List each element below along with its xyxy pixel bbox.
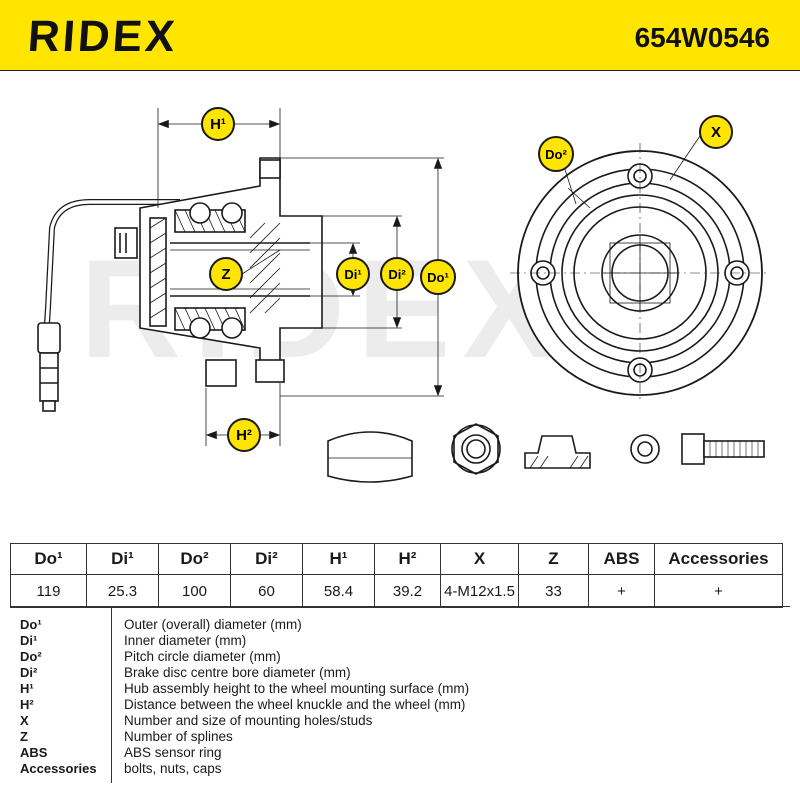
drawing-svg: H¹ H² Z Di¹ Di² xyxy=(37,107,770,483)
label-do2-text: Do² xyxy=(545,147,567,162)
header-bar: RIDEX 654W0546 xyxy=(0,0,800,71)
label-di1: Di¹ xyxy=(336,257,370,291)
legend-row: Di² Brake disc centre bore diameter (mm) xyxy=(10,665,790,681)
label-di2-text: Di² xyxy=(388,267,406,282)
legend-row: H¹ Hub assembly height to the wheel moun… xyxy=(10,681,790,697)
part-number: 654W0546 xyxy=(634,22,770,53)
legend-desc: Pitch circle diameter (mm) xyxy=(124,649,281,664)
label-do1: Do¹ xyxy=(420,259,456,295)
label-h1-text: H¹ xyxy=(210,116,226,133)
legend-desc: bolts, nuts, caps xyxy=(124,761,222,776)
legend-key: Do¹ xyxy=(20,617,42,632)
legend-row: ABS ABS sensor ring xyxy=(10,745,790,761)
label-h1: H¹ xyxy=(201,107,235,141)
legend-key: Do² xyxy=(20,649,42,664)
legend-desc: Number of splines xyxy=(124,729,233,744)
spec-value-di2: 60 xyxy=(230,574,303,608)
legend-key: Accessories xyxy=(20,761,97,776)
spec-header-row: Do¹ Di¹ Do² Di² H¹ H² X Z ABS Accessorie… xyxy=(10,543,783,575)
spec-header-di2: Di² xyxy=(230,543,303,575)
spec-value-h2: 39.2 xyxy=(374,574,441,608)
accessory-cap-section xyxy=(524,435,591,469)
accessory-cap xyxy=(327,431,413,483)
legend-key: X xyxy=(20,713,29,728)
brand-logo: RIDEX xyxy=(26,12,180,61)
spec-value-do1: 119 xyxy=(10,574,87,608)
legend-key: Di¹ xyxy=(20,633,38,648)
legend-key: ABS xyxy=(20,745,48,760)
spec-value-x: 4-M12x1.5 xyxy=(440,574,519,608)
legend-desc: Hub assembly height to the wheel mountin… xyxy=(124,681,470,696)
spec-value-row: 119 25.3 100 60 58.4 39.2 4-M12x1.5 33 +… xyxy=(10,574,783,608)
spec-header-di1: Di¹ xyxy=(86,543,159,575)
legend-key: H¹ xyxy=(20,681,34,696)
spec-header-abs: ABS xyxy=(588,543,655,575)
legend-row: X Number and size of mounting holes/stud… xyxy=(10,713,790,729)
label-h2-text: H² xyxy=(236,427,252,444)
spec-header-h2: H² xyxy=(374,543,441,575)
label-z-text: Z xyxy=(221,266,230,283)
spec-value-di1: 25.3 xyxy=(86,574,159,608)
spec-header-accessories: Accessories xyxy=(654,543,783,575)
legend-desc: Number and size of mounting holes/studs xyxy=(124,713,373,728)
spec-header-do2: Do² xyxy=(158,543,231,575)
accessory-bolt xyxy=(630,433,765,465)
label-z: Z xyxy=(209,257,243,291)
spec-value-abs: + xyxy=(588,574,655,608)
legend-desc: Distance between the wheel knuckle and t… xyxy=(124,697,466,712)
legend: Do¹ Outer (overall) diameter (mm) Di¹ In… xyxy=(10,606,790,783)
label-di2: Di² xyxy=(380,257,414,291)
spec-header-do1: Do¹ xyxy=(10,543,87,575)
spec-header-h1: H¹ xyxy=(302,543,375,575)
label-h2: H² xyxy=(227,418,261,452)
label-x: X xyxy=(699,115,733,149)
label-do2: Do² xyxy=(538,136,574,172)
legend-row: Z Number of splines xyxy=(10,729,790,745)
legend-key: Z xyxy=(20,729,28,744)
legend-row: Do¹ Outer (overall) diameter (mm) xyxy=(10,617,790,633)
technical-drawing: RIDEX xyxy=(10,78,790,538)
legend-row: Di¹ Inner diameter (mm) xyxy=(10,633,790,649)
label-di1-text: Di¹ xyxy=(344,267,361,282)
legend-key: H² xyxy=(20,697,34,712)
spec-table: Do¹ Di¹ Do² Di² H¹ H² X Z ABS Accessorie… xyxy=(10,543,783,608)
spec-value-accessories: + xyxy=(654,574,783,608)
legend-row: Do² Pitch circle diameter (mm) xyxy=(10,649,790,665)
label-x-text: X xyxy=(711,124,721,141)
spec-value-h1: 58.4 xyxy=(302,574,375,608)
spec-value-z: 33 xyxy=(518,574,589,608)
accessory-nut xyxy=(451,423,501,475)
hub-side-view xyxy=(37,108,444,446)
spec-header-x: X xyxy=(440,543,519,575)
spec-value-do2: 100 xyxy=(158,574,231,608)
legend-desc: Outer (overall) diameter (mm) xyxy=(124,617,302,632)
legend-divider xyxy=(111,607,112,783)
legend-row: Accessories bolts, nuts, caps xyxy=(10,761,790,777)
legend-desc: Inner diameter (mm) xyxy=(124,633,247,648)
legend-row: H² Distance between the wheel knuckle an… xyxy=(10,697,790,713)
legend-desc: Brake disc centre bore diameter (mm) xyxy=(124,665,351,680)
hub-front-view xyxy=(510,135,770,403)
spec-header-z: Z xyxy=(518,543,589,575)
legend-desc: ABS sensor ring xyxy=(124,745,222,760)
legend-key: Di² xyxy=(20,665,38,680)
label-do1-text: Do¹ xyxy=(427,270,449,285)
